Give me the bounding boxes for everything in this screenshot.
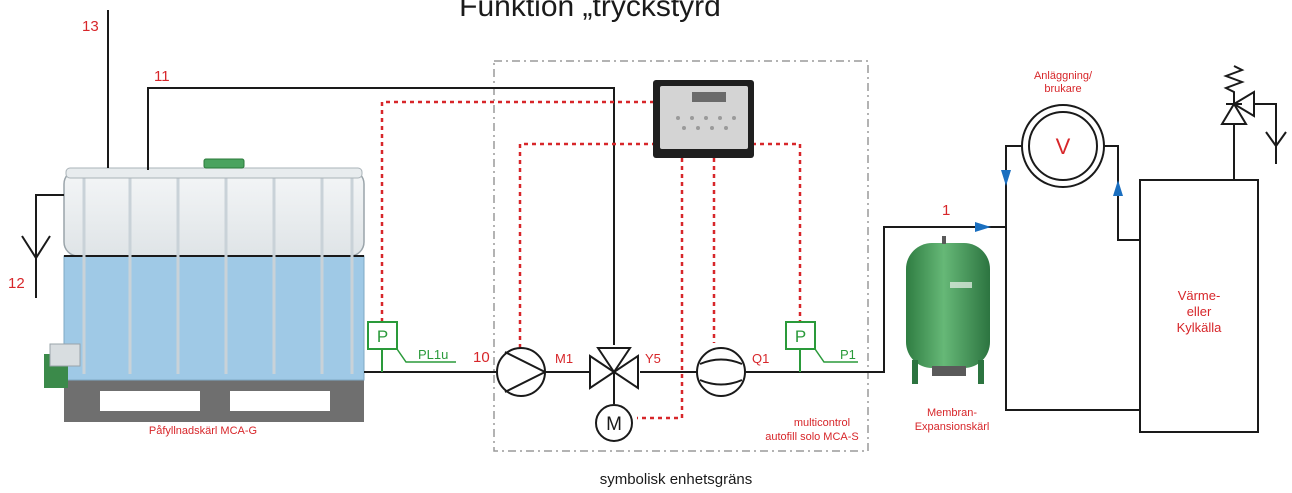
controller-display	[692, 92, 726, 102]
number-12: 12	[8, 275, 25, 292]
pressure-sensor-pl1u: P PL1u	[367, 321, 456, 372]
number-10: 10	[473, 349, 490, 366]
svg-text:P: P	[377, 327, 388, 346]
number-1: 1	[942, 202, 950, 219]
pipe-12	[35, 194, 64, 298]
svg-text:V: V	[1056, 134, 1071, 159]
tank-cap	[203, 158, 245, 169]
controller-unit	[653, 80, 754, 158]
unit-boundary	[493, 60, 869, 452]
consumer-label-line2: brukare	[1044, 83, 1081, 95]
funnel-12-icon	[21, 235, 51, 260]
expansion-vessel	[906, 236, 990, 384]
fill-tank	[44, 158, 365, 422]
page-title: Funktion „tryckstyrd	[459, 0, 721, 23]
source-label-line3: Kylkälla	[1177, 320, 1223, 335]
consumer-v: V	[1021, 104, 1105, 188]
svg-text:M: M	[606, 414, 622, 435]
flow-arrow-2	[1001, 170, 1011, 186]
svg-text:P: P	[795, 327, 806, 346]
pump-m1: M1	[496, 347, 573, 397]
source-label-line2: eller	[1187, 304, 1212, 319]
heat-source	[1139, 179, 1259, 433]
consumer-label-line1: Anläggning/	[1034, 70, 1093, 82]
unit-label-line2: autofill solo MCA-S	[765, 431, 859, 443]
pressure-sensor-p1: P P1	[785, 321, 858, 372]
label-q1: Q1	[752, 351, 769, 366]
label-pl1u: PL1u	[418, 347, 448, 362]
vessel-label-line2: Expansionskärl	[915, 421, 990, 433]
tank-label: Påfyllnadskärl MCA-G	[149, 425, 257, 437]
safety-valve-icon	[1220, 65, 1287, 180]
boundary-caption: symbolisk enhetsgräns	[600, 471, 753, 488]
signal-lines	[380, 100, 802, 420]
number-11: 11	[154, 68, 170, 85]
source-label-line1: Värme-	[1178, 288, 1221, 303]
supply-pipe	[1005, 227, 1140, 411]
pipe-11	[147, 87, 615, 345]
label-m1: M1	[555, 351, 573, 366]
tank-water	[63, 255, 365, 381]
flow-meter-q1: Q1	[696, 347, 769, 397]
valve-y5: Y5	[589, 347, 661, 404]
label-p1: P1	[840, 347, 856, 362]
motor-m: M	[595, 404, 633, 442]
flow-arrow-3	[1113, 180, 1123, 196]
number-13: 13	[82, 18, 99, 35]
pipe-1	[746, 226, 1006, 373]
flow-arrow-1	[975, 222, 991, 232]
unit-label-line1: multicontrol	[794, 417, 850, 429]
label-y5: Y5	[645, 351, 661, 366]
vessel-label-line1: Membran-	[927, 407, 977, 419]
